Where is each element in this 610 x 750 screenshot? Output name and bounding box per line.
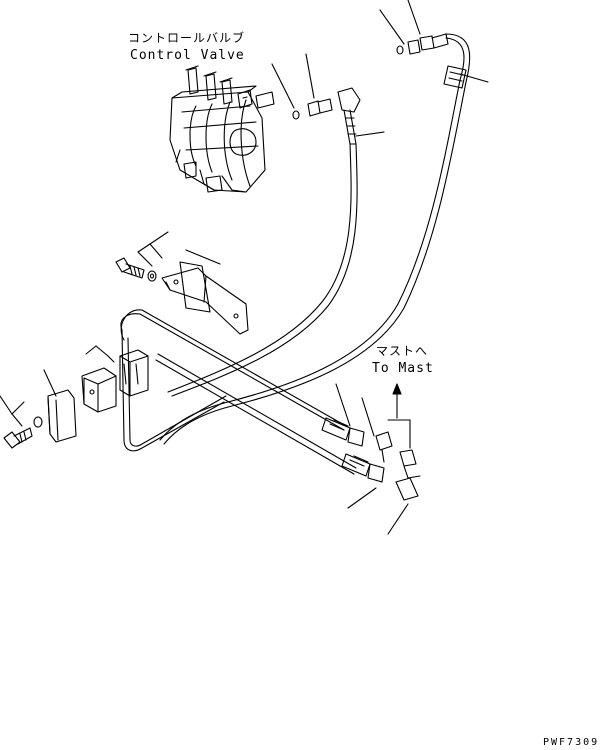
lower-bracket bbox=[44, 370, 76, 442]
pipe-end-fittings bbox=[322, 384, 420, 534]
upper-fittings bbox=[272, 0, 488, 144]
mount-bracket bbox=[162, 250, 248, 334]
control-valve-label-jp: コントロールバルブ bbox=[128, 31, 246, 45]
bolt-upper bbox=[116, 232, 168, 281]
control-valve-label-en: Control Valve bbox=[130, 48, 245, 63]
steel-pipes bbox=[121, 310, 356, 474]
bolt-lower bbox=[0, 396, 42, 448]
clamp-plate bbox=[82, 368, 116, 412]
hoses bbox=[160, 34, 470, 444]
pipe-clamp bbox=[86, 346, 148, 396]
control-valve bbox=[170, 66, 274, 192]
to-mast-label-jp: マストへ bbox=[376, 344, 429, 358]
drawing-code: PWF7309 bbox=[543, 737, 600, 748]
to-mast-arrow bbox=[393, 384, 401, 418]
to-mast-label-en: To Mast bbox=[372, 361, 434, 376]
